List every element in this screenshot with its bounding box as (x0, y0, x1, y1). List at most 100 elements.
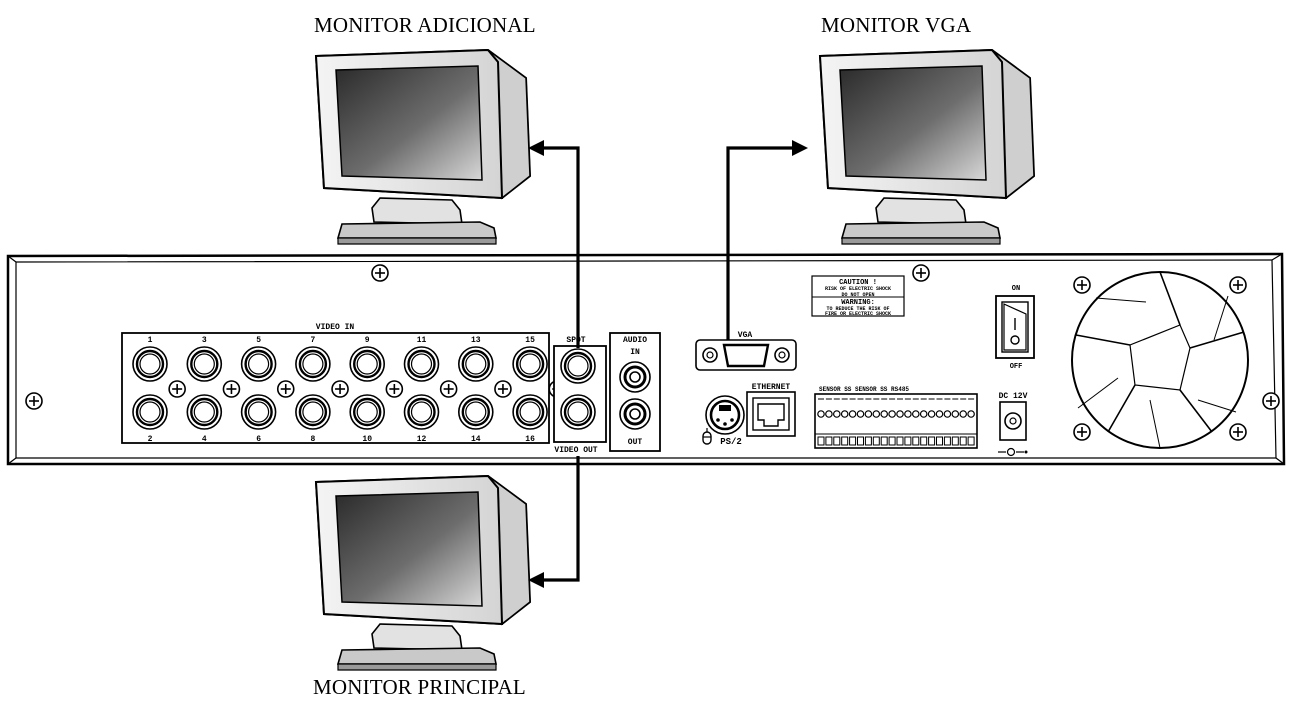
ps2-label: PS/2 (720, 437, 742, 447)
terminal-hole (911, 410, 920, 418)
video-in-channel-number: 13 (471, 336, 481, 345)
video-out-bnc-icon (559, 393, 597, 431)
video-in-channel-number: 1 (148, 336, 153, 345)
video-in-channel-number: 9 (365, 336, 370, 345)
terminal-hole (919, 410, 928, 418)
video-in-bnc-icon (511, 345, 549, 383)
vga-port-icon: VGA (695, 331, 797, 371)
ethernet-label: ETHERNET (752, 383, 791, 392)
terminal-hole (951, 410, 960, 418)
monitor-adicional-icon (314, 48, 532, 245)
audio-out-jack-icon (619, 398, 651, 430)
switch-off-label: OFF (1010, 363, 1023, 371)
terminal-screw-slot (864, 436, 872, 446)
warning-title: WARNING: (841, 299, 875, 307)
audio-in-label: IN (630, 348, 640, 357)
arrow-videoout-to-monitor-principal (540, 456, 580, 582)
terminal-hole (904, 410, 912, 418)
fan-screw-icon (1229, 423, 1247, 441)
monitor-adicional-caption: MONITOR ADICIONAL (314, 13, 536, 37)
video-in-channel-number: 7 (310, 336, 315, 345)
terminal-screw-slot (833, 436, 841, 446)
caution-title: CAUTION ! (839, 279, 877, 287)
video-in-channel-number: 12 (417, 435, 427, 444)
video-in-screw-icon (331, 380, 349, 398)
video-in-screw-icon (276, 380, 295, 398)
terminal-hole (888, 410, 896, 418)
terminal-screw-slot (817, 436, 825, 446)
terminal-hole (848, 410, 857, 418)
arrowhead-left-icon (528, 572, 544, 588)
video-in-bnc-icon (403, 393, 440, 431)
caution-label-block: CAUTION ! RISK OF ELECTRIC SHOCK DO NOT … (811, 275, 905, 317)
spot-bnc-icon (559, 347, 597, 385)
video-in-bnc-icon (294, 345, 332, 383)
terminal-hole (825, 410, 833, 418)
video-in-screw-icon (494, 380, 512, 398)
terminal-hole (959, 410, 968, 418)
spot-videoout-block: SPOT VIDEO OUT (553, 336, 607, 455)
video-in-bnc-icon (186, 345, 223, 383)
monitor-principal-icon (314, 474, 532, 671)
video-in-channel-number: 16 (525, 435, 535, 444)
video-in-channel-number: 6 (256, 435, 261, 444)
video-in-bnc-icon (131, 393, 169, 431)
audio-in-jack-icon (619, 361, 651, 393)
video-in-channel-number: 15 (525, 336, 535, 345)
terminal-hole (880, 410, 889, 418)
terminal-block: SENSOR SS SENSOR SS RS485 (814, 386, 978, 449)
terminal-screw-slot (904, 436, 912, 446)
terminal-hole (935, 410, 944, 418)
video-in-channel-number: 2 (148, 435, 153, 444)
mouse-icon (702, 428, 712, 445)
terminal-screw-slot (943, 436, 951, 446)
vga-label: VGA (738, 331, 753, 340)
monitor-vga-icon (818, 48, 1036, 245)
terminal-screw-slot (896, 436, 904, 446)
video-in-label: VIDEO IN (316, 323, 355, 332)
terminal-screw-slot (825, 436, 833, 446)
video-in-screw-icon (385, 380, 404, 398)
terminal-hole (872, 410, 881, 418)
terminal-screw-slot (888, 436, 896, 446)
terminal-hole (967, 410, 975, 418)
terminal-screw-slot (951, 436, 959, 446)
terminal-screw-slot (849, 436, 857, 446)
video-in-bnc-icon (294, 393, 332, 431)
terminal-hole (856, 410, 865, 418)
arrowhead-right-icon (792, 140, 808, 156)
video-in-screw-icon (222, 380, 241, 398)
warning-line1: TO REDUCE THE RISK OF (826, 306, 889, 312)
terminal-screw-slot (857, 436, 864, 446)
terminal-screw-slot (872, 436, 880, 446)
terminal-hole (840, 410, 849, 418)
video-in-bnc-icon (349, 345, 386, 383)
video-in-bnc-icon (131, 345, 169, 383)
panel-screw-icon (1262, 392, 1280, 410)
terminal-screw-slot (959, 436, 967, 446)
video-in-channel-number: 3 (202, 336, 207, 345)
panel-screw-icon (371, 264, 389, 282)
video-in-bnc-icon (240, 345, 277, 383)
video-in-bnc-icon (403, 345, 440, 383)
terminal-screw-slot (967, 436, 975, 446)
monitor-principal-caption: MONITOR PRINCIPAL (313, 675, 526, 699)
monitor-vga-caption: MONITOR VGA (821, 13, 972, 37)
fan-screw-icon (1073, 276, 1091, 294)
panel-screw-icon (25, 392, 43, 410)
video-in-screw-icon (168, 380, 186, 398)
dc-label: DC 12V (999, 392, 1028, 401)
terminal-screw-slot (880, 436, 888, 446)
terminal-screw-slot (928, 436, 936, 446)
spot-label: SPOT (566, 336, 585, 345)
terminal-screw-slot (936, 436, 943, 446)
fan-screw-icon (1073, 423, 1091, 441)
terminal-screw-slot (912, 436, 920, 446)
arrowhead-left-icon (528, 140, 544, 156)
terminal-screw-slot (920, 436, 928, 446)
terminal-hole (832, 410, 841, 418)
terminal-screw-slot (841, 436, 849, 446)
video-in-bnc-icon (457, 393, 494, 431)
